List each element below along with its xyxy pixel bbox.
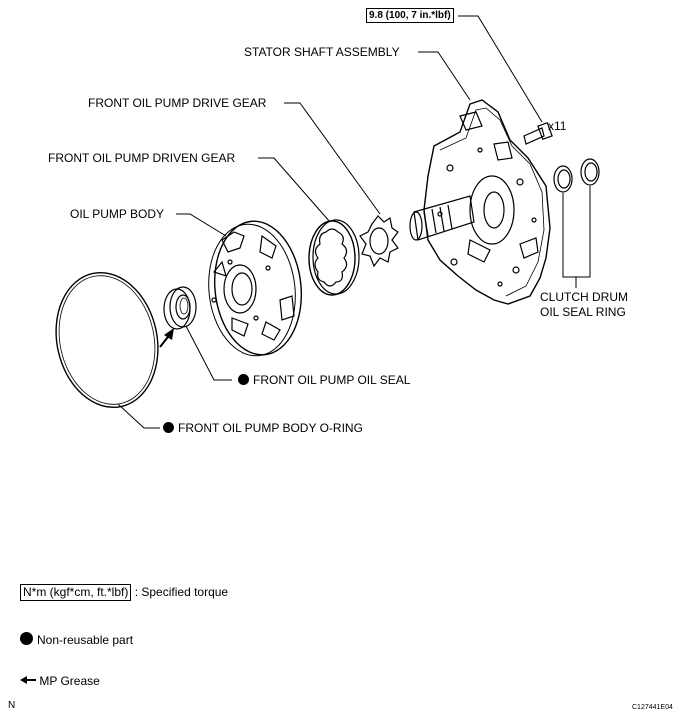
driven-gear-label: FRONT OIL PUMP DRIVEN GEAR bbox=[48, 151, 236, 165]
stator-shaft-part bbox=[409, 99, 551, 305]
nonreusable-dot-icon bbox=[163, 422, 174, 433]
bolt-part bbox=[523, 121, 553, 145]
clutch-ring-label-line2: OIL SEAL RING bbox=[540, 305, 626, 319]
o-ring-label: FRONT OIL PUMP BODY O-RING bbox=[163, 421, 363, 435]
o-ring-label-text: FRONT OIL PUMP BODY O-RING bbox=[178, 421, 363, 435]
corner-marker: N bbox=[8, 700, 16, 711]
legend-torque-unit: N*m (kgf*cm, ft.*lbf) bbox=[20, 584, 132, 601]
clutch-drum-seal-rings bbox=[553, 158, 600, 193]
oil-seal-part bbox=[163, 286, 197, 330]
legend-grease-text: MP Grease bbox=[39, 674, 100, 688]
grease-arrow-icon bbox=[20, 673, 36, 688]
torque-spec-label: 9.8 (100, 7 in.*lbf) bbox=[366, 8, 454, 23]
nonreusable-dot-icon bbox=[238, 374, 249, 385]
leader-lines bbox=[117, 15, 591, 429]
bolt-quantity-label: x11 bbox=[548, 119, 567, 133]
clutch-ring-label-line1: CLUTCH DRUM bbox=[540, 290, 628, 304]
legend-torque-desc: : Specified torque bbox=[134, 585, 229, 599]
pump-body-label: OIL PUMP BODY bbox=[70, 207, 165, 221]
nonreusable-dot-icon bbox=[20, 632, 33, 645]
legend-nonreusable-text: Non-reusable part bbox=[37, 633, 134, 647]
legend-nonreusable: Non-reusable part bbox=[20, 632, 133, 648]
stator-shaft-label: STATOR SHAFT ASSEMBLY bbox=[244, 45, 400, 59]
driven-gear-part bbox=[308, 219, 360, 296]
oil-seal-label: FRONT OIL PUMP OIL SEAL bbox=[238, 373, 410, 387]
oil-pump-body-part bbox=[208, 220, 303, 357]
oil-seal-label-text: FRONT OIL PUMP OIL SEAL bbox=[253, 373, 411, 387]
figure-code: C127441E04 bbox=[632, 704, 673, 711]
o-ring-part bbox=[55, 271, 159, 409]
drive-gear-label: FRONT OIL PUMP DRIVE GEAR bbox=[88, 96, 267, 110]
legend-grease: MP Grease bbox=[20, 673, 100, 689]
legend-torque: N*m (kgf*cm, ft.*lbf) : Specified torque bbox=[20, 584, 228, 601]
grease-arrow-icon bbox=[159, 328, 174, 348]
drive-gear-part bbox=[359, 215, 399, 268]
